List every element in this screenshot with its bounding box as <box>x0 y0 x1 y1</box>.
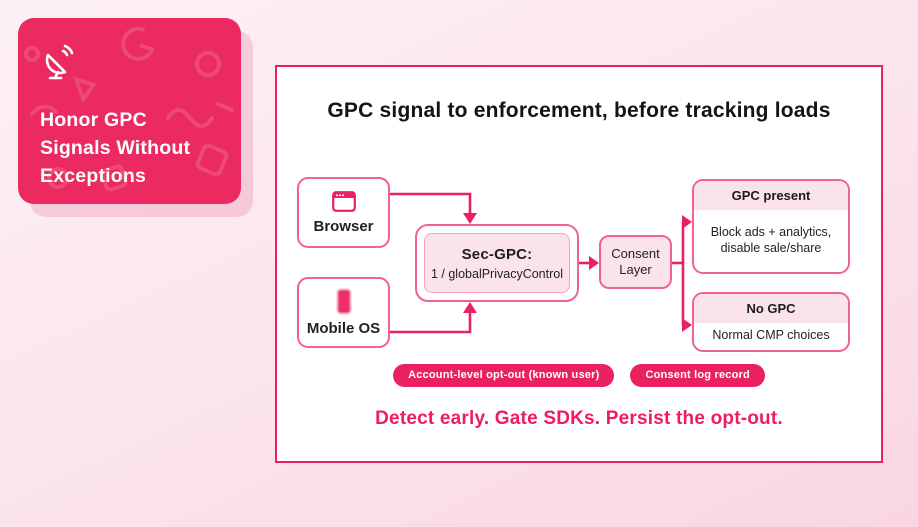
no-gpc-body: Normal CMP choices <box>712 328 830 343</box>
badge-account-opt-out: Account-level opt-out (known user) <box>393 364 615 387</box>
node-browser: Browser <box>297 177 390 248</box>
gpc-present-body: Block ads + analytics, disable sale/shar… <box>710 224 832 255</box>
node-no-gpc: No GPC Normal CMP choices <box>692 292 850 352</box>
badges-row: Account-level opt-out (known user) Conse… <box>277 364 881 387</box>
promo-title-line: Exceptions <box>40 165 147 187</box>
smartphone-icon <box>336 288 351 315</box>
node-consent-layer: Consent Layer <box>599 235 672 289</box>
promo-title-line: Honor GPC <box>40 109 147 131</box>
badge-consent-log: Consent log record <box>630 364 765 387</box>
promo-title: Honor GPC Signals Without Exceptions <box>40 106 219 190</box>
node-mobile-os: Mobile OS <box>297 277 390 348</box>
node-gpc-present: GPC present Block ads + analytics, disab… <box>692 179 850 274</box>
sec-gpc-inner: Sec-GPC: 1 / globalPrivacyControl <box>424 233 570 293</box>
tagline: Detect early. Gate SDKs. Persist the opt… <box>375 408 783 429</box>
promo-title-line: Signals Without <box>40 137 191 159</box>
diagram-panel: GPC signal to enforcement, before tracki… <box>275 65 883 463</box>
diagram-title: GPC signal to enforcement, before tracki… <box>327 99 831 122</box>
no-gpc-header: No GPC <box>694 294 848 323</box>
gpc-present-header: GPC present <box>694 181 848 210</box>
satellite-dish-icon <box>45 44 74 80</box>
sec-gpc-title: Sec-GPC: <box>461 245 533 263</box>
doodle-pattern <box>24 26 234 192</box>
node-sec-gpc: Sec-GPC: 1 / globalPrivacyControl <box>415 224 579 302</box>
promo-card: Honor GPC Signals Without Exceptions <box>18 18 241 204</box>
node-browser-label: Browser <box>313 217 374 235</box>
node-mobile-os-label: Mobile OS <box>306 320 381 337</box>
sec-gpc-value: 1 / globalPrivacyControl <box>430 266 563 281</box>
browser-window-icon <box>331 190 356 212</box>
